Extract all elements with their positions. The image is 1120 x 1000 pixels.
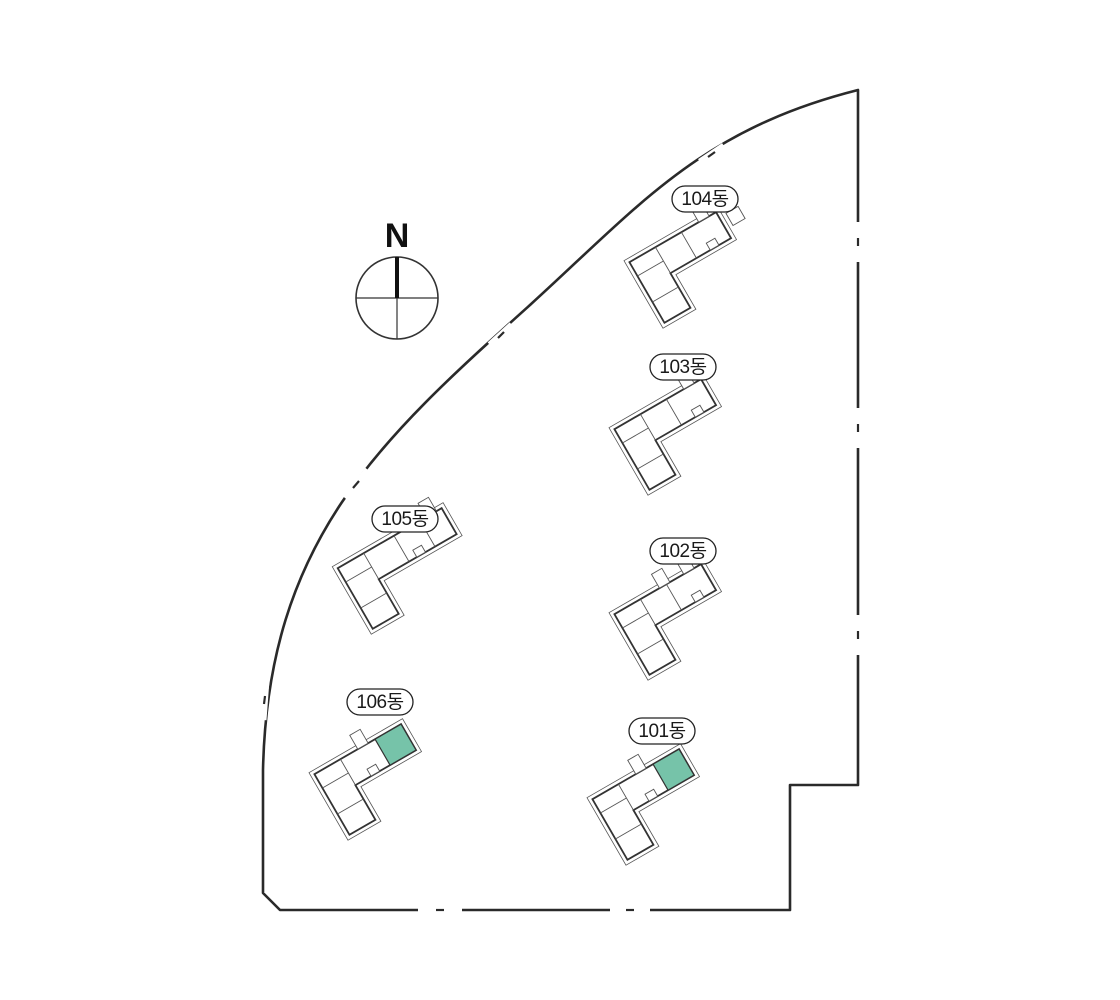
svg-text:102동: 102동 <box>659 541 706 562</box>
building-103[interactable] <box>603 363 742 496</box>
building-101[interactable] <box>581 733 720 866</box>
building-101-highlighted-unit <box>652 748 695 791</box>
building-101-label: 101동 <box>628 717 696 745</box>
svg-text:105동: 105동 <box>381 509 428 530</box>
building-103-label: 103동 <box>649 353 717 381</box>
building-102-label: 102동 <box>649 537 717 565</box>
building-104[interactable] <box>618 196 757 329</box>
building-106-label: 106동 <box>346 688 414 716</box>
building-105-label: 105동 <box>371 505 439 533</box>
building-104-label: 104동 <box>671 185 739 213</box>
north-compass: N <box>355 217 439 340</box>
building-102[interactable] <box>603 548 742 681</box>
svg-text:106동: 106동 <box>356 692 403 713</box>
building-106-highlighted-unit <box>374 723 417 766</box>
svg-text:101동: 101동 <box>638 721 685 742</box>
site-boundary <box>259 88 862 914</box>
svg-text:104동: 104동 <box>681 189 728 210</box>
svg-text:103동: 103동 <box>659 357 706 378</box>
building-106[interactable] <box>303 708 442 841</box>
north-letter: N <box>385 217 410 255</box>
